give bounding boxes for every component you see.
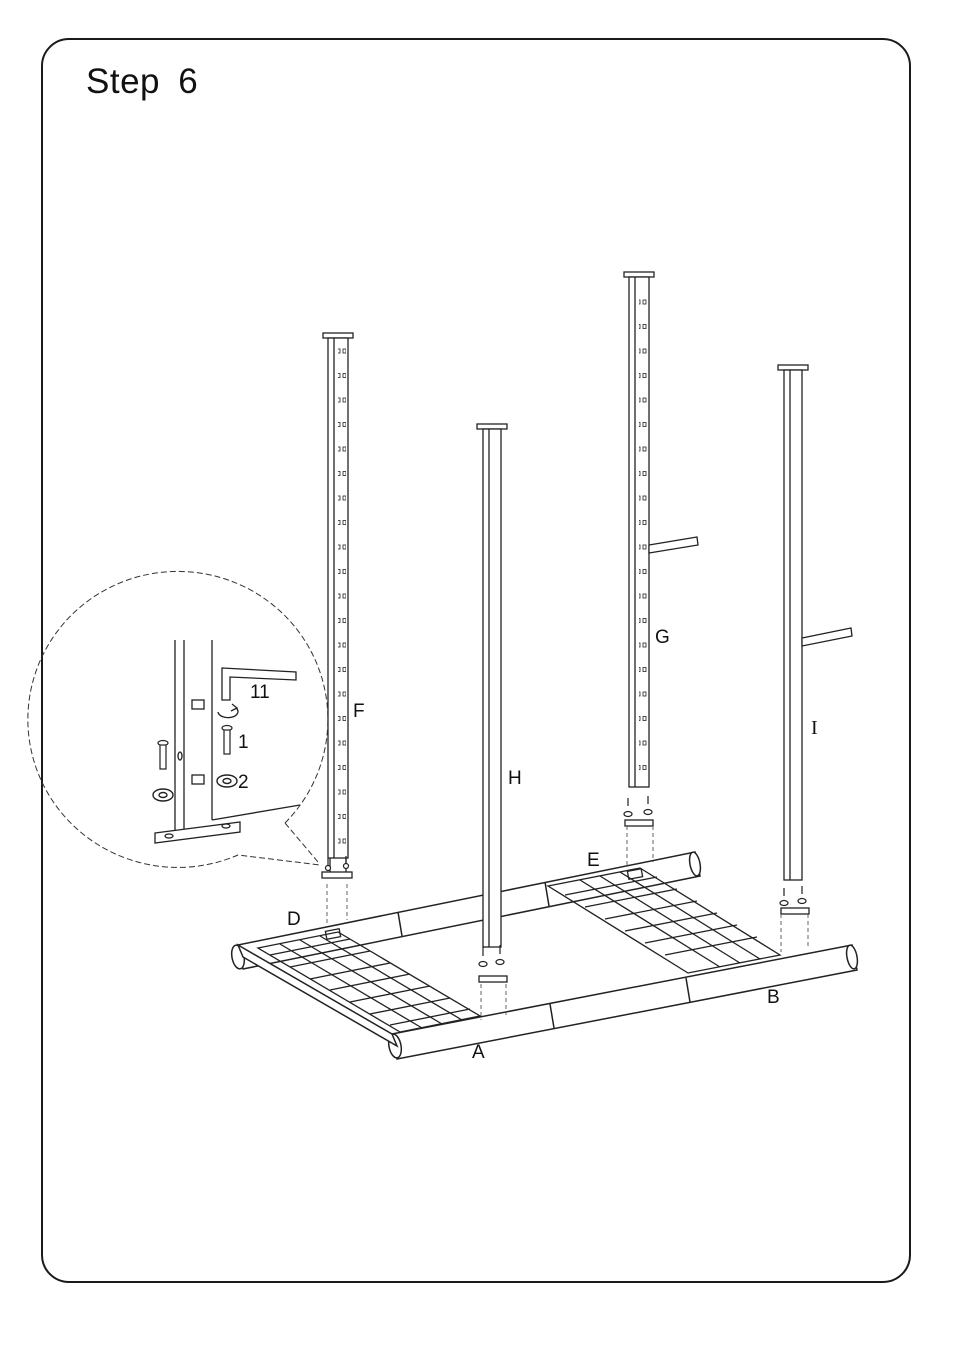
fasteners-i	[780, 886, 806, 906]
detail-callout	[28, 571, 328, 867]
bolt-icon	[158, 726, 232, 770]
base-frame	[230, 851, 859, 1059]
label-i: I	[811, 717, 818, 739]
post-g	[624, 272, 698, 826]
label-f: F	[353, 701, 365, 722]
label-a: A	[472, 1042, 485, 1063]
label-e: E	[587, 850, 600, 871]
label-g: G	[655, 627, 670, 648]
callout-circle	[28, 571, 328, 867]
post-f	[322, 333, 353, 878]
label-tool-number: 11	[250, 682, 270, 703]
label-washer-number: 2	[238, 772, 249, 793]
label-b: B	[767, 987, 780, 1008]
tube-a-b	[387, 944, 859, 1059]
label-h: H	[508, 768, 522, 789]
post-i	[778, 365, 852, 914]
fasteners-g	[624, 796, 652, 817]
label-d: D	[287, 909, 301, 930]
fasteners-h	[479, 945, 504, 967]
washer-icon	[153, 775, 237, 801]
label-bolt-number: 1	[238, 732, 249, 753]
rotate-arrow-icon	[218, 704, 238, 718]
